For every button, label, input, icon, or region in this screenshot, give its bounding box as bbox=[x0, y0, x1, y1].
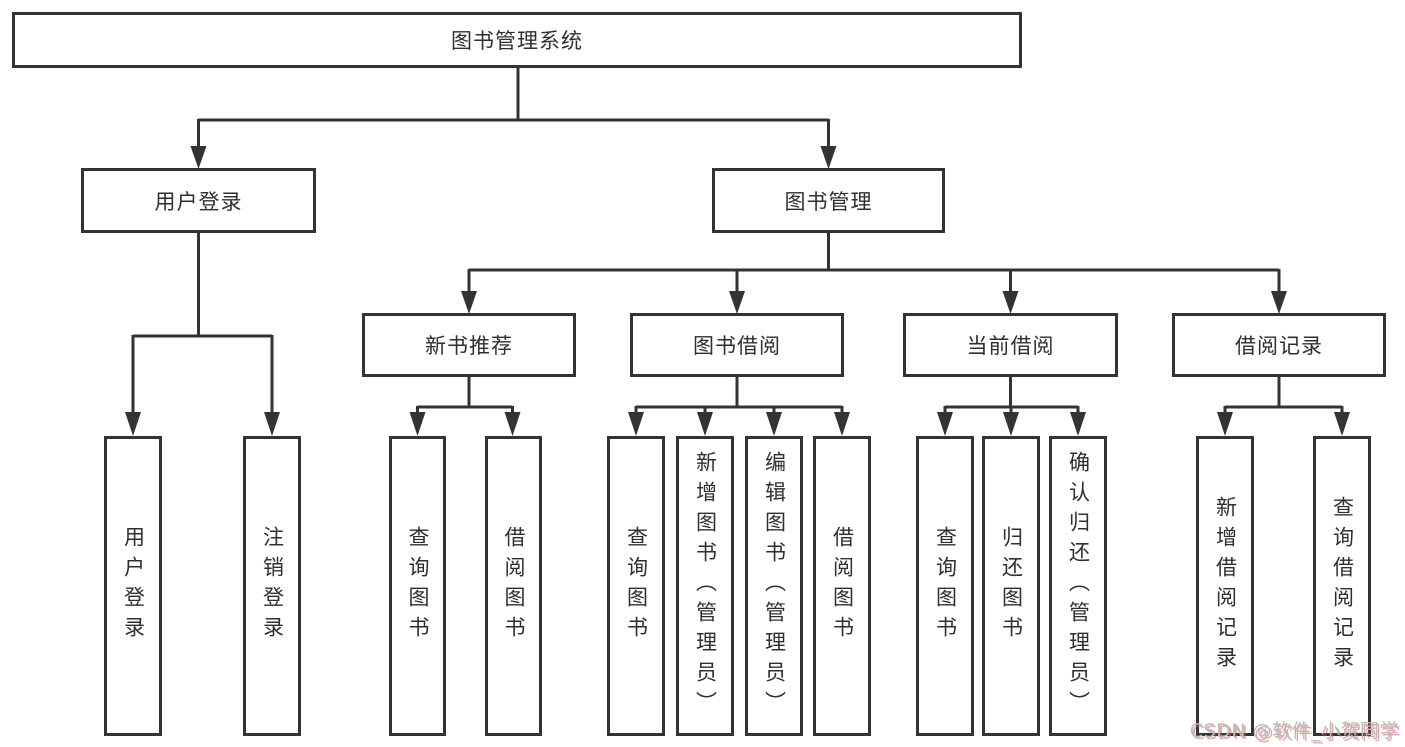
leaf-label: 归还图书 bbox=[999, 526, 1024, 646]
leaf-label: 新增借阅记录 bbox=[1213, 496, 1238, 676]
leaf-label: 借阅图书 bbox=[830, 526, 855, 646]
node-new-book-recommend: 新书推荐 bbox=[362, 313, 576, 377]
leaf-label: 用户登录 bbox=[121, 526, 146, 646]
leaf-label: 借阅图书 bbox=[502, 526, 526, 646]
node-borrow-records: 借阅记录 bbox=[1172, 313, 1386, 377]
leaf-confirm-return-admin: 确认归还（管理员） bbox=[1049, 436, 1107, 736]
leaf-query-books-newbook: 查询图书 bbox=[389, 436, 446, 736]
leaf-borrow-books-newbook: 借阅图书 bbox=[485, 436, 542, 736]
node-label: 图书借阅 bbox=[693, 334, 781, 358]
leaf-label: 编辑图书（管理员） bbox=[762, 451, 787, 721]
leaf-label: 查询图书 bbox=[406, 526, 430, 646]
node-label: 图书管理 bbox=[784, 189, 873, 214]
node-label: 新书推荐 bbox=[425, 334, 513, 358]
leaf-label: 新增图书（管理员） bbox=[693, 451, 718, 721]
leaf-label: 查询图书 bbox=[624, 526, 649, 646]
node-label: 图书管理系统 bbox=[451, 29, 583, 53]
leaf-label: 确认归还（管理员） bbox=[1066, 451, 1091, 721]
leaf-borrow-books-borrowing: 借阅图书 bbox=[813, 436, 871, 736]
node-label: 借阅记录 bbox=[1235, 334, 1323, 358]
node-label: 用户登录 bbox=[154, 189, 243, 214]
leaf-edit-books-admin: 编辑图书（管理员） bbox=[745, 436, 803, 736]
leaf-query-books-current: 查询图书 bbox=[916, 436, 974, 736]
leaf-query-borrow-record: 查询借阅记录 bbox=[1313, 436, 1371, 736]
node-user-login: 用户登录 bbox=[81, 168, 316, 233]
node-library-management-system: 图书管理系统 bbox=[12, 12, 1022, 68]
csdn-watermark: CSDN @软件_小贺同学 bbox=[1189, 720, 1399, 742]
leaf-query-books-borrowing: 查询图书 bbox=[607, 436, 665, 736]
leaf-return-books: 归还图书 bbox=[982, 436, 1040, 736]
leaf-add-borrow-record: 新增借阅记录 bbox=[1196, 436, 1254, 736]
leaf-add-books-admin: 新增图书（管理员） bbox=[676, 436, 734, 736]
leaf-logout: 注销登录 bbox=[243, 436, 301, 736]
leaf-label: 查询借阅记录 bbox=[1330, 496, 1355, 676]
leaf-label: 注销登录 bbox=[260, 526, 285, 646]
leaf-user-login: 用户登录 bbox=[104, 436, 162, 736]
leaf-label: 查询图书 bbox=[933, 526, 958, 646]
node-current-borrowing: 当前借阅 bbox=[903, 313, 1118, 377]
node-book-borrowing: 图书借阅 bbox=[630, 313, 844, 377]
node-book-management: 图书管理 bbox=[712, 168, 945, 233]
node-label: 当前借阅 bbox=[966, 334, 1055, 358]
